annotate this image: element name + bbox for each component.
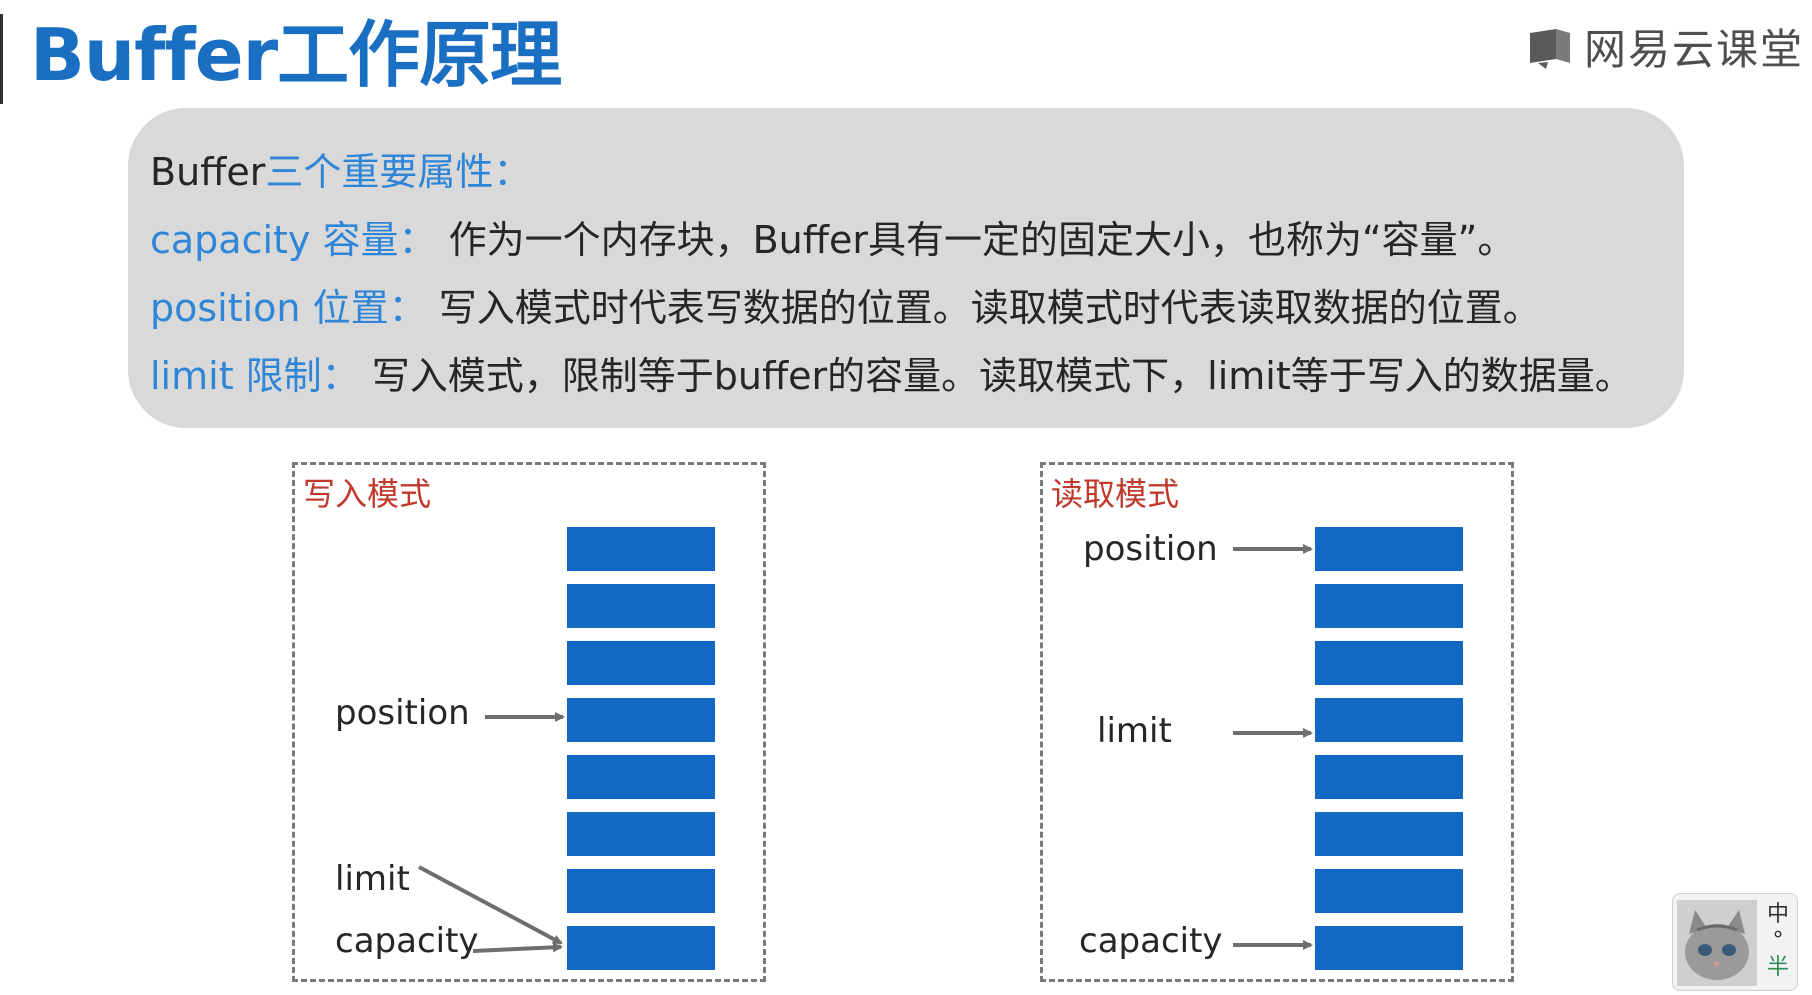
write-mode-title: 写入模式 <box>303 475 432 513</box>
read-mode-title: 读取模式 <box>1051 475 1180 513</box>
heading-suffix: 三个重要属性： <box>265 150 532 194</box>
capacity-text: 作为一个内存块，Buffer具有一定的固定大小，也称为“容量”。 <box>448 218 1516 262</box>
write-limit-label: limit <box>335 859 410 899</box>
buffer-cell <box>1315 869 1463 913</box>
page-title: Buffer工作原理 <box>30 13 562 97</box>
limit-text: 写入模式，限制等于buffer的容量。读取模式下，limit等于写入的数据量。 <box>371 354 1633 398</box>
heading-prefix: Buffer <box>150 150 266 194</box>
read-capacity-label: capacity <box>1079 921 1223 961</box>
read-arrows <box>1233 544 1313 950</box>
buffer-cell <box>1315 584 1463 628</box>
netease-cloud-classroom-logo-icon <box>1529 28 1570 69</box>
ime-half-width-mode[interactable]: 半 <box>1766 954 1789 980</box>
read-position-label: position <box>1083 529 1218 569</box>
cat-avatar-icon <box>1677 900 1757 986</box>
limit-line: limit 限制： 写入模式，限制等于buffer的容量。读取模式下，limit… <box>150 354 1633 400</box>
read-mode-panel: 读取模式 position limit capacity <box>1040 462 1514 982</box>
position-text: 写入模式时代表写数据的位置。读取模式时代表读取数据的位置。 <box>438 286 1541 330</box>
properties-heading: Buffer三个重要属性： <box>150 150 531 196</box>
brand: 网易云课堂 <box>1526 16 1804 77</box>
write-position-label: position <box>335 693 470 733</box>
buffer-cell <box>567 812 715 856</box>
buffer-cell <box>1315 641 1463 685</box>
brand-name: 网易云课堂 <box>1583 25 1804 74</box>
position-key: position 位置： <box>150 286 427 330</box>
position-line: position 位置： 写入模式时代表写数据的位置。读取模式时代表读取数据的位… <box>150 286 1541 332</box>
buffer-cell <box>567 584 715 628</box>
ime-chinese-mode[interactable]: 中 <box>1766 902 1789 927</box>
ime-status[interactable]: 中 ° 半 <box>1767 902 1789 981</box>
write-arrows <box>418 712 565 953</box>
buffer-cell <box>1315 527 1463 571</box>
write-capacity-arrow <box>472 942 563 953</box>
buffer-cell <box>567 926 715 970</box>
capacity-line: capacity 容量： 作为一个内存块，Buffer具有一定的固定大小，也称为… <box>150 218 1515 264</box>
read-limit-label: limit <box>1097 711 1172 751</box>
left-rule <box>0 14 3 104</box>
buffer-cell <box>567 698 715 742</box>
write-capacity-label: capacity <box>335 921 479 961</box>
buffer-cell <box>1315 812 1463 856</box>
write-limit-arrow <box>418 865 563 945</box>
read-buffer-cells <box>1315 527 1465 983</box>
ime-widget[interactable]: 中 ° 半 <box>1672 893 1798 991</box>
buffer-cell <box>567 755 715 799</box>
buffer-cell <box>1315 755 1463 799</box>
write-buffer-cells <box>567 527 717 983</box>
buffer-cell <box>567 869 715 913</box>
buffer-cell <box>1315 698 1463 742</box>
properties-box: Buffer三个重要属性： capacity 容量： 作为一个内存块，Buffe… <box>128 108 1684 428</box>
limit-key: limit 限制： <box>150 354 360 398</box>
write-mode-panel: 写入模式 position limit capacity <box>292 462 766 982</box>
capacity-key: capacity 容量： <box>150 218 437 262</box>
buffer-cell <box>567 527 715 571</box>
buffer-cell <box>567 641 715 685</box>
ime-punctuation-mode[interactable]: ° <box>1772 928 1784 954</box>
buffer-cell <box>1315 926 1463 970</box>
